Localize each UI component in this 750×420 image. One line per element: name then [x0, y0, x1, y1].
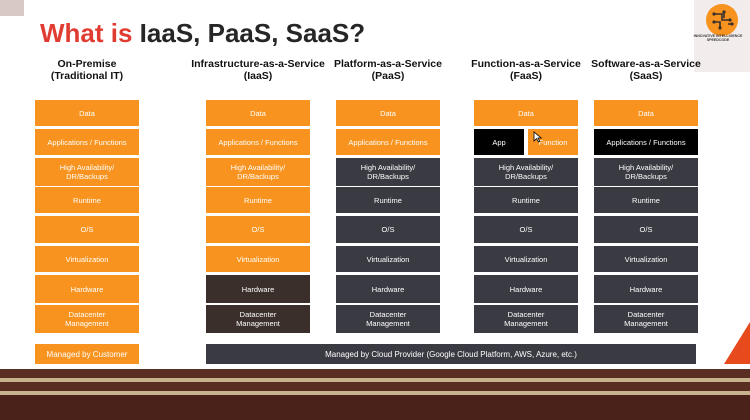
column-heading-line: Infrastructure-as-a-Service — [191, 58, 325, 70]
logo-text: INNOVATIVE INTELLIGENCE SPEEDCODE — [693, 34, 743, 42]
title-accent: What is — [40, 18, 133, 48]
footer-stripe — [0, 391, 750, 395]
column-heading: Platform-as-a-Service(PaaS) — [334, 58, 442, 92]
column-heading-line: (Traditional IT) — [50, 70, 124, 82]
stack-cell: Hardware — [474, 275, 578, 303]
footer-stripe — [0, 382, 750, 391]
stack-cell: Virtualization — [474, 246, 578, 272]
stack-cell: Virtualization — [336, 246, 440, 272]
stack-cell: Function — [528, 129, 578, 155]
stack-cell: High Availability/DR/Backups — [336, 158, 440, 186]
corner-decoration — [0, 0, 24, 16]
stack-cell: O/S — [35, 216, 139, 243]
stack-cell: O/S — [336, 216, 440, 243]
column-heading: Function-as-a-Service(FaaS) — [471, 58, 581, 92]
stack-cell: Virtualization — [206, 246, 310, 272]
stack-cell: Virtualization — [35, 246, 139, 272]
stack-cell: High Availability/DR/Backups — [35, 158, 139, 186]
stack-cell: O/S — [594, 216, 698, 243]
stack-cell: High Availability/DR/Backups — [474, 158, 578, 186]
stack-cell: Hardware — [336, 275, 440, 303]
column-heading-line: (FaaS) — [509, 70, 543, 82]
stack-cell: Runtime — [206, 187, 310, 213]
column-heading: Infrastructure-as-a-Service(IaaS) — [191, 58, 325, 92]
column-heading-line: Function-as-a-Service — [471, 58, 581, 70]
stack-cell: Data — [336, 100, 440, 126]
stack-cell: Data — [474, 100, 578, 126]
footer-stripe — [0, 395, 750, 420]
column-heading-line: Software-as-a-Service — [591, 58, 701, 70]
legend-cloud-provider: Managed by Cloud Provider (Google Cloud … — [206, 344, 696, 364]
stack-cell: O/S — [474, 216, 578, 243]
column-heading-line: (SaaS) — [629, 70, 663, 82]
stack-cell: Data — [594, 100, 698, 126]
stack-cell: Hardware — [35, 275, 139, 303]
stack-cell: Runtime — [594, 187, 698, 213]
stack-cell: Runtime — [35, 187, 139, 213]
page-title: What is IaaS, PaaS, SaaS? — [40, 18, 365, 49]
stack-cell: O/S — [206, 216, 310, 243]
footer-stripe — [0, 378, 750, 382]
column-heading-line: Platform-as-a-Service — [334, 58, 442, 70]
stack-cell: Hardware — [206, 275, 310, 303]
stack-cell: High Availability/DR/Backups — [206, 158, 310, 186]
mouse-cursor-icon — [533, 131, 543, 143]
stack-cell: High Availability/DR/Backups — [594, 158, 698, 186]
brain-circuit-icon — [706, 4, 738, 36]
stack-cell: Virtualization — [594, 246, 698, 272]
footer-stripe — [0, 369, 750, 378]
stack-cell: Applications / Functions — [35, 129, 139, 155]
column-heading: Software-as-a-Service(SaaS) — [591, 58, 701, 92]
stack-cell: Applications / Functions — [336, 129, 440, 155]
corner-decoration — [724, 322, 750, 364]
legend-customer: Managed by Customer — [35, 344, 139, 364]
stack-cell: Data — [35, 100, 139, 126]
stack-cell: Applications / Functions — [594, 129, 698, 155]
stack-cell: Runtime — [474, 187, 578, 213]
column-heading-line: (IaaS) — [243, 70, 273, 82]
column-heading-line: (PaaS) — [371, 70, 405, 82]
title-rest: IaaS, PaaS, SaaS? — [132, 18, 366, 48]
stack-cell: App — [474, 129, 524, 155]
stack-cell: Runtime — [336, 187, 440, 213]
stack-cell: Applications / Functions — [206, 129, 310, 155]
stack-cell: Data — [206, 100, 310, 126]
column-heading-line: On-Premise — [57, 58, 117, 70]
column-heading: On-Premise(Traditional IT) — [35, 58, 139, 92]
stack-cell: Hardware — [594, 275, 698, 303]
